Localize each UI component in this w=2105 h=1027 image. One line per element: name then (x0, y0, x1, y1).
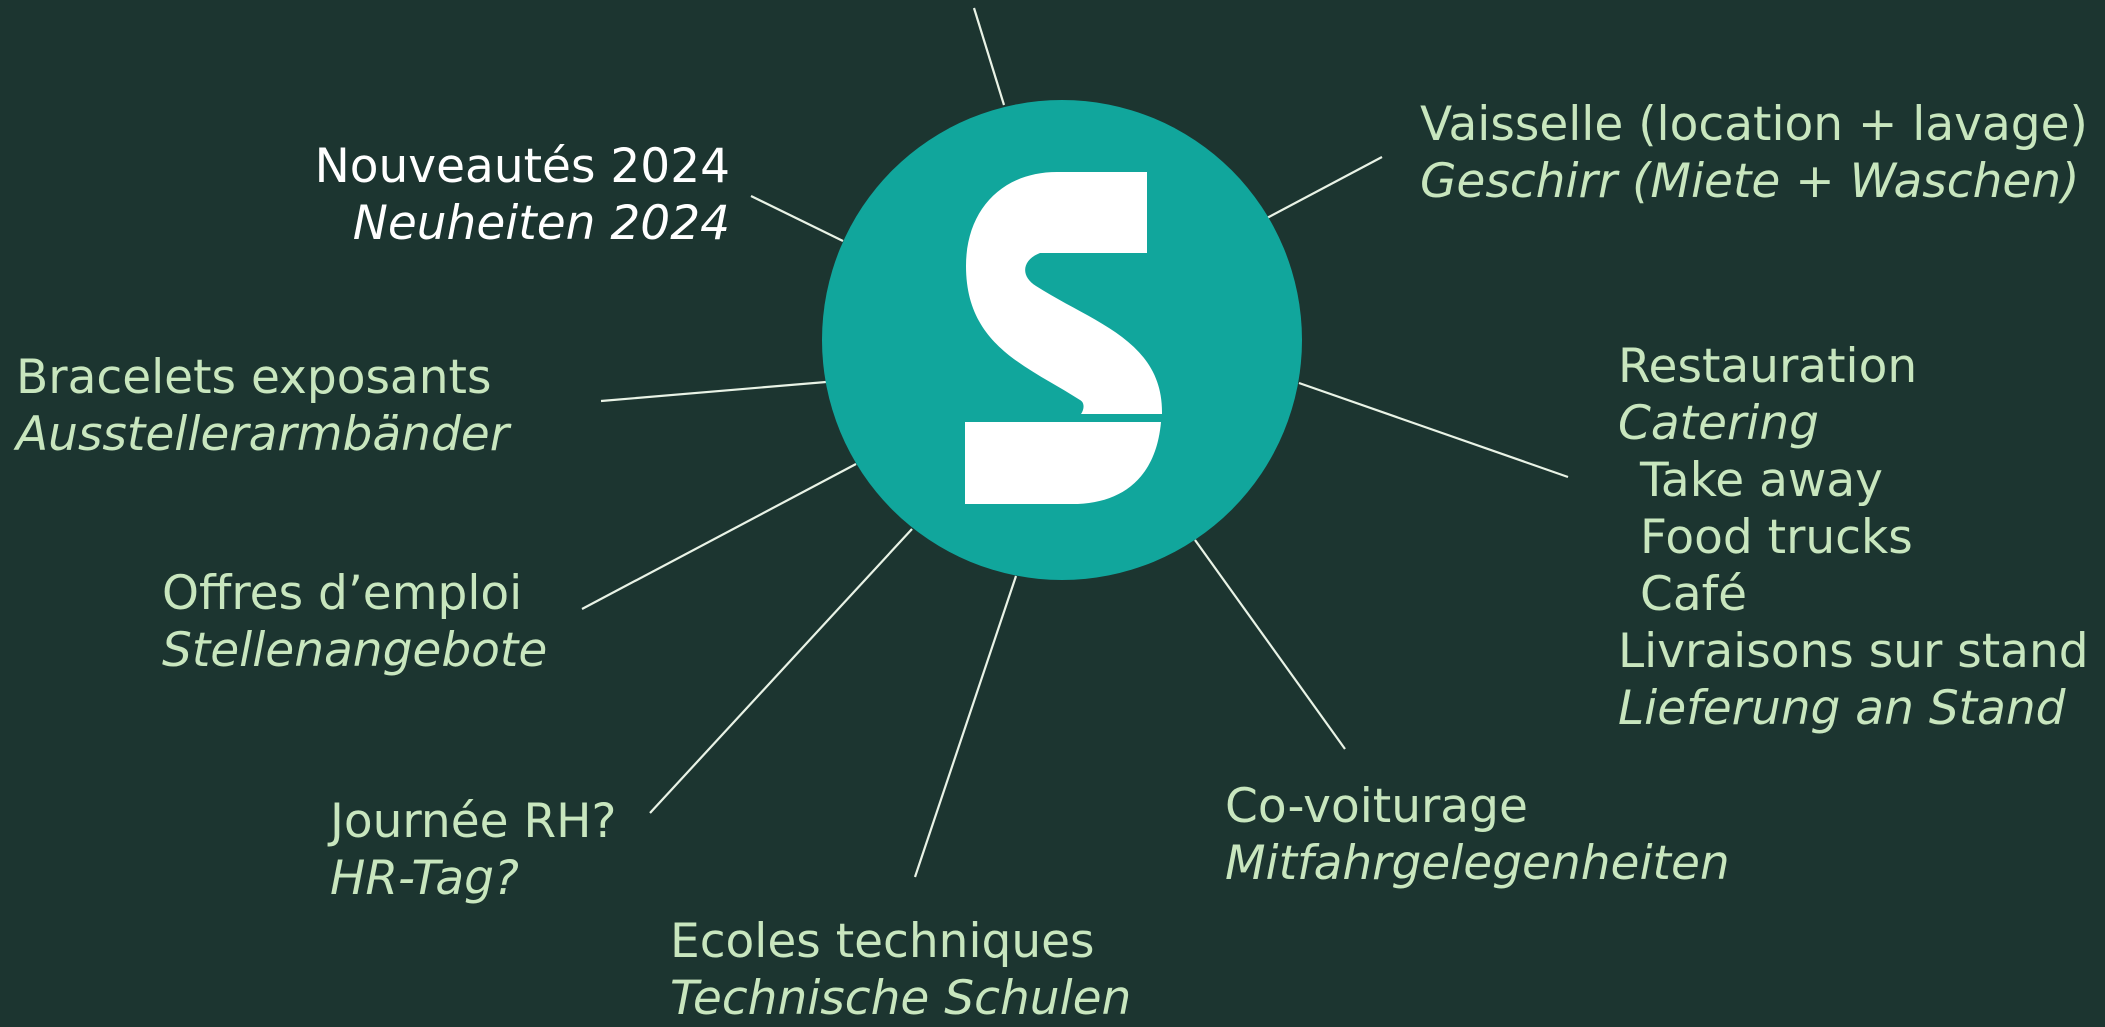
label-livraisons-de: Lieferung an Stand (1618, 681, 2066, 736)
restauration-item-take-away: Take away (1640, 453, 1883, 508)
s-logo-icon (965, 172, 1162, 504)
label-ecoles-fr: Ecoles techniques (670, 914, 1095, 969)
label-nouveautes-fr: Nouveautés 2024 (314, 139, 730, 194)
label-bracelets-de: Ausstellerarmbänder (16, 407, 510, 462)
label-covoiturage-de: Mitfahrgelegenheiten (1225, 836, 1730, 891)
label-livraisons-fr: Livraisons sur stand (1618, 624, 2089, 679)
label-vaisselle-de: Geschirr (Miete + Waschen) (1420, 154, 2080, 209)
connector-line-journee (649, 528, 913, 814)
label-journee-fr: Journée RH? (330, 794, 617, 849)
label-ecoles: Ecoles techniques Technische Schulen (670, 913, 1131, 1027)
label-restauration: Restauration Catering Take away Food tru… (1618, 338, 2089, 737)
label-restauration-fr: Restauration (1618, 339, 1918, 394)
connector-line-covoiturage (1194, 539, 1346, 750)
connector-line-top (972, 7, 1006, 106)
label-offres: Offres d’emploi Stellenangebote (162, 565, 547, 679)
label-nouveautes-de: Neuheiten 2024 (352, 196, 730, 251)
label-offres-de: Stellenangebote (162, 623, 548, 678)
connector-line-bracelets (600, 380, 827, 403)
label-covoiturage-fr: Co-voiturage (1225, 779, 1528, 834)
label-vaisselle: Vaisselle (location + lavage) Geschirr (… (1420, 96, 2088, 210)
restauration-item-food-trucks: Food trucks (1640, 510, 1913, 565)
label-nouveautes: Nouveautés 2024 Neuheiten 2024 (315, 138, 730, 252)
connector-line-restauration (1298, 381, 1569, 479)
label-journee: Journée RH? HR-Tag? (330, 793, 616, 907)
label-offres-fr: Offres d’emploi (162, 566, 523, 621)
connector-line-offres (581, 463, 857, 610)
label-bracelets: Bracelets exposants Ausstellerarmbänder (16, 349, 509, 463)
connector-line-ecoles (913, 575, 1018, 878)
label-ecoles-de: Technische Schulen (670, 971, 1132, 1026)
connector-line-nouveautes (750, 195, 844, 242)
label-restauration-de: Catering (1618, 396, 1819, 451)
connector-line-vaisselle (1266, 156, 1383, 219)
center-logo-circle (822, 100, 1302, 580)
label-vaisselle-fr: Vaisselle (location + lavage) (1420, 97, 2088, 152)
label-bracelets-fr: Bracelets exposants (16, 350, 492, 405)
restauration-item-cafe: Café (1640, 567, 1748, 622)
label-journee-de: HR-Tag? (330, 851, 519, 906)
label-covoiturage: Co-voiturage Mitfahrgelegenheiten (1225, 778, 1730, 892)
